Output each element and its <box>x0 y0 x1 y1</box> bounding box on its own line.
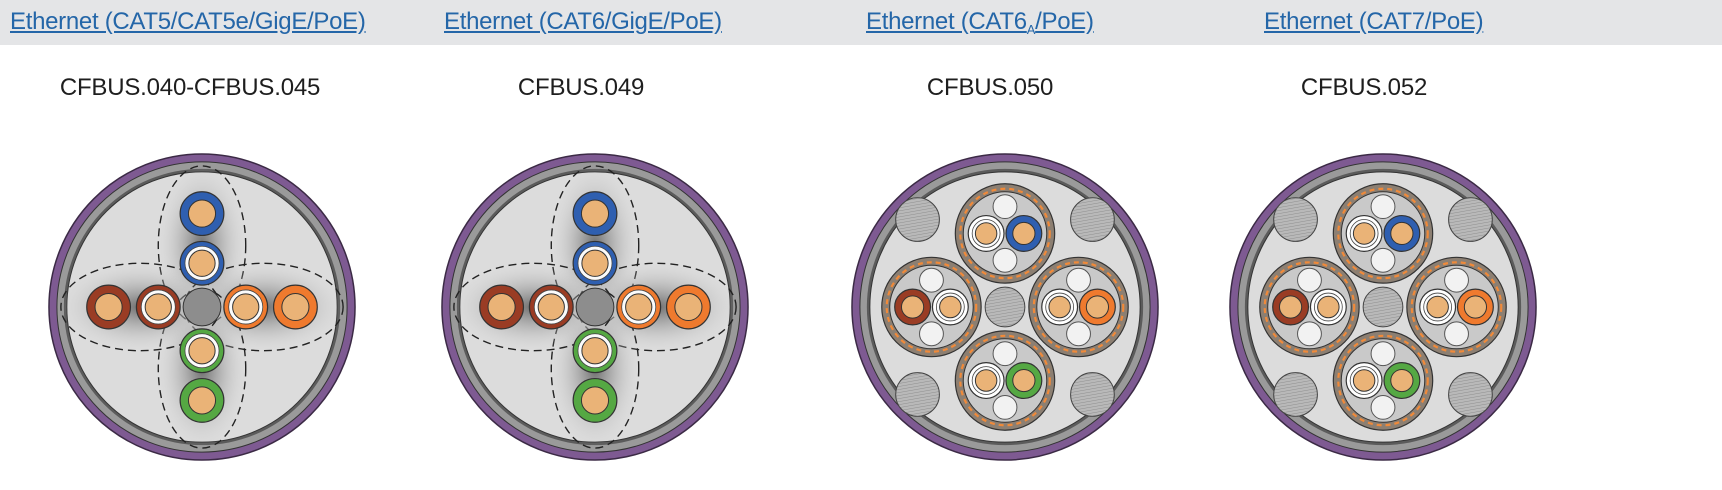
center-filler <box>182 287 222 327</box>
cat7-link[interactable]: Ethernet (CAT7/PoE) <box>1264 8 1484 35</box>
copper-core <box>144 293 172 321</box>
copper-core <box>1317 295 1340 319</box>
copper-core <box>1012 221 1036 246</box>
copper-core <box>580 199 610 228</box>
copper-core <box>581 337 609 365</box>
center-filler <box>1362 286 1404 328</box>
copper-core <box>537 293 565 321</box>
copper-core <box>674 292 703 322</box>
copper-core <box>974 222 998 245</box>
pair-foil <box>889 264 974 350</box>
product-column-cat6a: Ethernet (CAT6A/PoE) CFBUS.050 <box>851 0 1296 490</box>
pair-foil <box>1340 338 1426 423</box>
copper-core <box>580 386 610 415</box>
cable-cross-section-cat5 <box>48 153 356 461</box>
product-column-cat6: Ethernet (CAT6/GigE/PoE) CFBUS.049 <box>441 0 874 490</box>
filler-element <box>1273 197 1318 242</box>
copper-core <box>1390 368 1414 393</box>
cat5-link[interactable]: Ethernet (CAT5/CAT5e/GigE/PoE) <box>10 8 366 35</box>
pair-foil <box>962 191 1048 276</box>
pair-foil <box>1267 264 1352 350</box>
part-number: CFBUS.052 <box>1300 74 1428 101</box>
copper-core <box>1426 295 1449 319</box>
filler-element <box>895 197 940 242</box>
copper-core <box>1390 221 1414 246</box>
copper-core <box>939 295 962 319</box>
cat6-link[interactable]: Ethernet (CAT6/GigE/PoE) <box>444 8 722 35</box>
copper-core <box>281 292 310 322</box>
copper-core <box>581 249 609 277</box>
center-filler <box>575 287 615 327</box>
copper-core <box>187 386 217 415</box>
cable-cross-section-cat7 <box>1229 153 1537 461</box>
copper-core <box>487 292 516 322</box>
copper-core <box>1278 295 1303 319</box>
filler-element <box>895 372 940 417</box>
center-filler <box>984 286 1026 328</box>
filler-element <box>1070 197 1115 242</box>
copper-core <box>232 293 260 321</box>
copper-core <box>188 249 216 277</box>
part-number: CFBUS.049 <box>517 74 645 101</box>
pair-foil <box>1340 191 1426 276</box>
cable-cross-section-cat6a <box>851 153 1159 461</box>
filler-element <box>1448 372 1493 417</box>
copper-core <box>188 337 216 365</box>
copper-core <box>94 292 123 322</box>
product-column-cat7: Ethernet (CAT7/PoE) CFBUS.052 <box>1229 0 1694 490</box>
copper-core <box>187 199 217 228</box>
copper-core <box>1048 295 1071 319</box>
copper-core <box>1463 295 1488 319</box>
pair-foil <box>962 338 1048 423</box>
copper-core <box>900 295 925 319</box>
pair-foil <box>1414 264 1499 350</box>
part-number: CFBUS.040-CFBUS.045 <box>59 74 321 101</box>
copper-core <box>625 293 653 321</box>
product-column-cat5: Ethernet (CAT5/CAT5e/GigE/PoE) CFBUS.040… <box>10 0 440 490</box>
part-number: CFBUS.050 <box>926 74 1054 101</box>
filler-element <box>1448 197 1493 242</box>
copper-core <box>1012 368 1036 393</box>
filler-element <box>1070 372 1115 417</box>
copper-core <box>974 369 998 392</box>
copper-core <box>1085 295 1110 319</box>
filler-element <box>1273 372 1318 417</box>
pair-foil <box>1036 264 1121 350</box>
copper-core <box>1352 222 1376 245</box>
header-bar <box>0 0 1722 45</box>
cat6a-link[interactable]: Ethernet (CAT6A/PoE) <box>866 8 1094 37</box>
copper-core <box>1352 369 1376 392</box>
cable-cross-section-cat6 <box>441 153 749 461</box>
